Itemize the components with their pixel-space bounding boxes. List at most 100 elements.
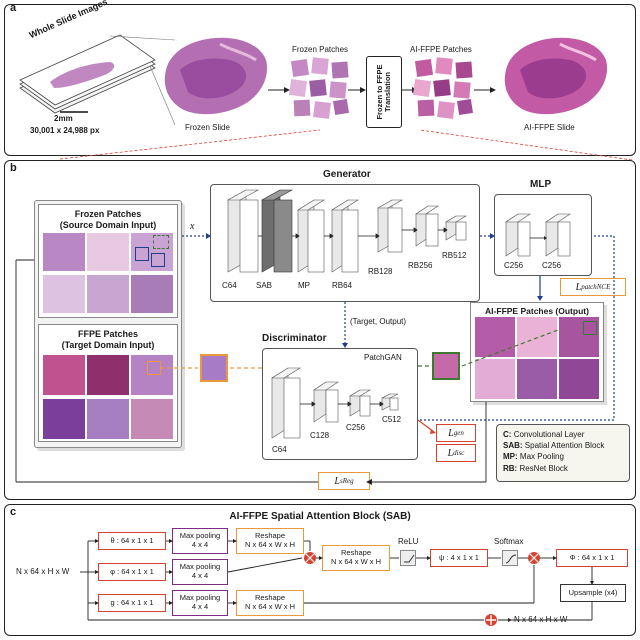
mlp-title: MLP — [530, 179, 552, 190]
loss-gen-sub: gen — [453, 429, 464, 437]
loss-disc-symbol: L — [447, 447, 454, 459]
loss-patchnce-sub: patchNCE — [581, 283, 611, 291]
softmax-label: Softmax — [494, 537, 524, 546]
frozen-patch — [131, 233, 173, 271]
highlight-green — [153, 235, 169, 249]
panel-b-label: b — [10, 162, 17, 174]
disc-block-c128 — [313, 381, 339, 423]
gen-label-mp: MP — [298, 281, 310, 290]
legend-key: MP: — [503, 452, 518, 462]
discriminator-title: Discriminator — [262, 333, 327, 344]
frozen-patch — [131, 275, 173, 313]
loss-patchnce-symbol: L — [575, 281, 582, 293]
psi-box: ψ : 4 x 1 x 1 — [430, 549, 488, 567]
mlp-block-2 — [545, 213, 571, 257]
softmax-icon — [502, 550, 518, 566]
relu-label: ReLU — [398, 537, 419, 546]
wsi-stack-graphic — [19, 34, 156, 114]
gen-label-rb128: RB128 — [368, 267, 393, 276]
frozen-patch — [43, 275, 85, 313]
gen-block-rb64 — [330, 199, 360, 273]
frozen-patches-label: Frozen Patches — [292, 45, 349, 54]
legend-row: MP: Max Pooling — [503, 451, 623, 462]
gen-block-rb128 — [376, 199, 404, 253]
frozen-patch — [87, 275, 129, 313]
gen-label-rb64: RB64 — [332, 281, 353, 290]
legend-value: Max Pooling — [519, 452, 564, 462]
gen-block-rb256 — [415, 205, 439, 247]
frozen-slide-label: Frozen Slide — [185, 123, 230, 132]
gen-label-sab: SAB — [256, 281, 273, 290]
relu-icon — [400, 550, 416, 566]
frozen-patch — [87, 233, 129, 271]
reshape-dims: N x 64 x W x H — [244, 540, 295, 549]
disc-block-c512 — [381, 393, 399, 411]
aiffpe-patches-label: AI-FFPE Patches — [410, 45, 472, 54]
frozen-patches-box: Frozen Patches (Source Domain Input) — [38, 204, 178, 318]
reshape-box-3: Reshape N x 64 x W x H — [322, 545, 390, 571]
dimensions-label: 30,001 x 24,988 px — [30, 126, 100, 135]
maxpool-label: Max pooling — [179, 531, 221, 541]
legend-key: C: — [503, 430, 512, 439]
maxpool-size: 4 x 4 — [191, 602, 209, 611]
legend-row: SAB: Spatial Attention Block — [503, 440, 623, 451]
frozen-patches-title: Frozen Patches — [74, 209, 142, 219]
zoom-patch-ffpe — [200, 354, 228, 382]
maxpool-size: 4 x 4 — [191, 571, 209, 580]
mlp-label-1: C256 — [504, 261, 524, 270]
highlight-green — [583, 321, 597, 335]
maxpool-box-1: Max pooling 4 x 4 — [172, 528, 228, 554]
output-patch — [475, 317, 515, 357]
gen-block-rb512 — [444, 215, 468, 241]
maxpool-label: Max pooling — [179, 562, 221, 572]
legend-value: ResNet Block — [519, 463, 568, 473]
ffpe-patch — [43, 399, 85, 439]
loss-sreg-symbol: L — [334, 475, 340, 487]
ffpe-patches-subtitle: (Target Domain Input) — [61, 340, 155, 350]
ffpe-patches-box: FFPE Patches (Target Domain Input) — [38, 324, 178, 442]
add-node — [485, 614, 497, 626]
x-label: x — [190, 221, 195, 232]
reshape-dims: N x 64 x W x H — [330, 557, 381, 566]
output-patch — [475, 359, 515, 399]
sab-title: AI-FFPE Spatial Attention Block (SAB) — [229, 511, 411, 522]
reshape-box-1: Reshape N x 64 x W x H — [236, 528, 304, 554]
reshape-label: Reshape — [340, 548, 372, 558]
maxpool-size: 4 x 4 — [191, 540, 209, 549]
ffpe-patches-title: FFPE Patches — [77, 329, 139, 339]
discriminator-subtitle: PatchGAN — [364, 353, 402, 362]
maxpool-label: Max pooling — [179, 593, 221, 603]
ffpe-patch — [87, 399, 129, 439]
legend-value: Spatial Attention Block — [524, 441, 605, 451]
output-patch — [517, 359, 557, 399]
gen-block-c64 — [226, 189, 260, 273]
gen-label-rb256: RB256 — [408, 261, 433, 270]
gen-block-mp — [296, 199, 326, 273]
frozen-slide-image — [160, 30, 270, 122]
aiffpe-slide-label: AI-FFPE Slide — [524, 123, 575, 132]
target-output-label: (Target, Output) — [350, 317, 407, 326]
g-box: g : 64 x 1 x 1 — [98, 594, 166, 612]
multiply-node-2 — [528, 552, 540, 564]
gen-label-c64: C64 — [222, 281, 237, 290]
disc-label-c256: C256 — [346, 423, 366, 432]
legend-key: SAB: — [503, 441, 523, 451]
loss-disc-sub: disc — [453, 449, 465, 457]
gen-label-rb512: RB512 — [442, 251, 467, 260]
ffpe-patch — [43, 355, 85, 395]
aiffpe-output-title: AI-FFPE Patches (Output) — [485, 306, 589, 316]
aiffpe-slide-image — [500, 30, 610, 122]
translation-box: Frozen to FFPE Translation — [366, 56, 402, 128]
wsi-stack: Whole Slide Images — [10, 0, 160, 118]
legend-row: RB: ResNet Block — [503, 463, 623, 474]
reshape-label: Reshape — [254, 593, 286, 603]
sab-input-label: N x 64 x H x W — [16, 567, 70, 576]
reshape-box-2: Reshape N x 64 x W x H — [236, 590, 304, 616]
